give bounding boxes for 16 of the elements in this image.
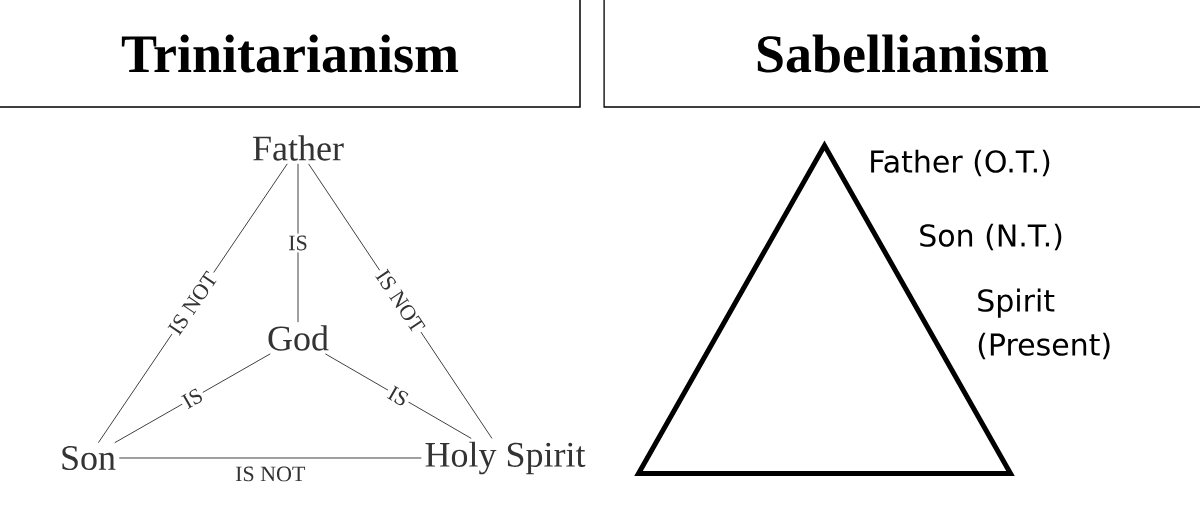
edge-label: IS NOT <box>235 466 306 482</box>
term-label: God <box>268 325 329 351</box>
side-label: Father (O.T.) <box>871 149 1050 177</box>
side-label: Spirit (Present) <box>978 288 1110 360</box>
term-label: Son <box>62 445 116 471</box>
term-label: Holy Spirit <box>425 441 586 475</box>
edge-label: IS <box>383 382 414 411</box>
connector-line <box>118 457 422 459</box>
connector-line <box>324 353 472 439</box>
edge-label: IS <box>286 233 310 253</box>
term-label: Father <box>253 135 344 161</box>
connector-line <box>297 163 299 323</box>
edge-label: IS <box>177 384 208 413</box>
header-box: Trinitarianism <box>0 0 581 108</box>
side-label: Son (N.T.) <box>920 223 1062 251</box>
header-box: Sabellianism <box>603 0 1200 108</box>
